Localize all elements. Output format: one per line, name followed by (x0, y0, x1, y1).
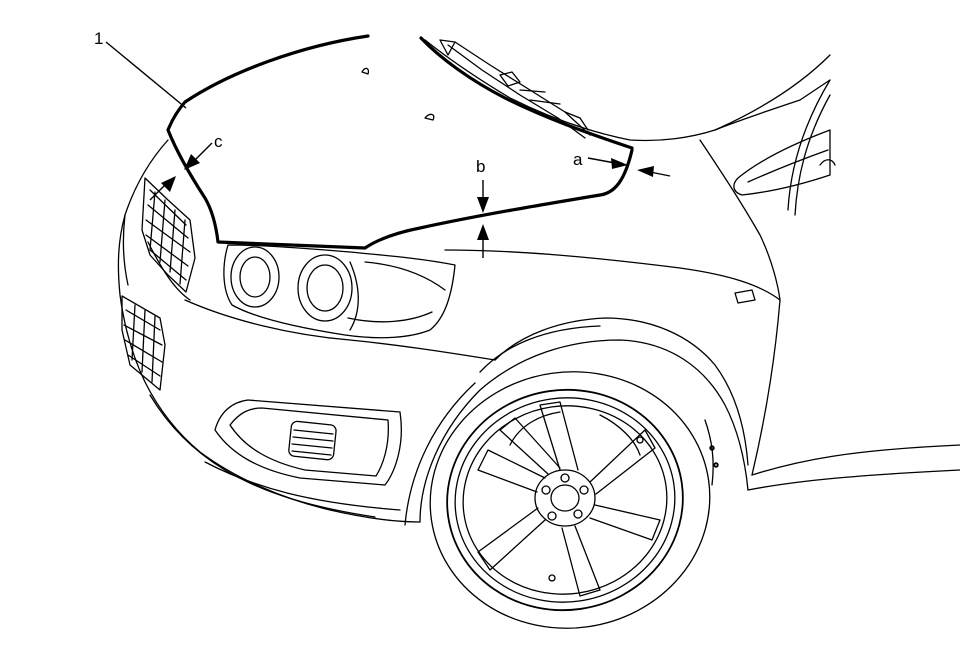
headlamp (223, 244, 456, 339)
callout-label-c: c (214, 132, 223, 151)
front-wheel (429, 371, 711, 629)
callout-label-b: b (476, 157, 485, 176)
callout-label-a: a (573, 150, 583, 169)
hood-rear-edge (419, 36, 634, 150)
gap-a-indicator (587, 157, 671, 177)
fender (404, 139, 960, 526)
upper-grille (141, 177, 196, 293)
callout-1-leader (105, 41, 187, 109)
hood (166, 34, 634, 250)
callout-label-1: 1 (94, 29, 103, 48)
lower-grille (121, 295, 166, 391)
hood-front-edge (166, 34, 634, 250)
gap-b-indicator (477, 180, 489, 258)
fog-lamp (214, 399, 402, 486)
hood-details (361, 67, 435, 121)
gap-c-indicator (149, 142, 213, 201)
windshield-area (424, 39, 836, 216)
car-body (117, 139, 496, 523)
